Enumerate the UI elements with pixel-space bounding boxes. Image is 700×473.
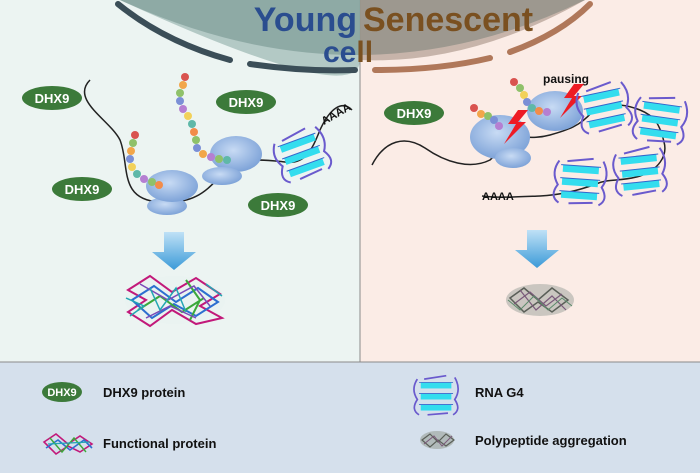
dhx9-ellipse xyxy=(42,382,82,402)
legend-dhx9-label: DHX9 protein xyxy=(103,385,185,400)
ribosome-young-1 xyxy=(146,170,198,215)
down-arrow-senescent xyxy=(515,230,559,268)
senescent-title: Senescent xyxy=(363,1,533,39)
cell-title: cell xyxy=(323,36,373,69)
polypeptide-aggregation-icon xyxy=(506,284,574,316)
legend-dhx9: DHX9 DHX9 protein xyxy=(42,382,185,402)
aggregation-legend-icon xyxy=(420,431,455,449)
nuclear-envelope-far-right xyxy=(507,1,593,55)
legend-functional-protein-label: Functional protein xyxy=(103,436,216,451)
polypeptide-chain-young-1 xyxy=(126,131,163,189)
legend-panel xyxy=(0,362,700,473)
nucleus-dome-left xyxy=(120,0,360,76)
dhx9-free-5: DHX9 xyxy=(384,101,444,125)
dhx9-free-4: DHX9 xyxy=(248,193,308,217)
legend-rna-g4-label: RNA G4 xyxy=(475,385,524,400)
legend-polypeptide-aggregation: Polypeptide aggregation xyxy=(420,431,627,449)
nuclear-envelope-center xyxy=(247,61,358,74)
svg-text:DHX9: DHX9 xyxy=(397,106,432,121)
pausing-label: pausing xyxy=(543,72,589,86)
nuclear-envelope-left xyxy=(115,1,233,63)
ribosome-senescent-2 xyxy=(527,91,583,131)
svg-text:DHX9: DHX9 xyxy=(261,198,296,213)
legend-functional-protein: Functional protein xyxy=(42,433,216,456)
polypeptide-chain-young-2 xyxy=(176,73,231,164)
dhx9-free-3: DHX9 xyxy=(52,177,112,201)
legend-rna-g4: RNA G4 xyxy=(413,374,524,416)
legend-dhx9-badge-text: DHX9 xyxy=(47,387,76,399)
legend-polypeptide-aggregation-label: Polypeptide aggregation xyxy=(475,433,627,448)
svg-text:DHX9: DHX9 xyxy=(229,95,264,110)
functional-protein-icon xyxy=(125,274,225,328)
svg-text:DHX9: DHX9 xyxy=(65,182,100,197)
ribosome-young-2 xyxy=(202,136,262,185)
dhx9-free-1: DHX9 xyxy=(22,86,82,110)
polypeptide-chain-senescent-1 xyxy=(470,104,503,130)
dhx9-free-2: DHX9 xyxy=(216,90,276,114)
svg-text:DHX9: DHX9 xyxy=(35,91,70,106)
nuclear-envelope-right xyxy=(372,55,493,73)
polypeptide-chain-senescent-2 xyxy=(510,78,551,116)
functional-protein-legend-icon xyxy=(42,433,94,456)
nucleus-dome-right xyxy=(360,0,585,61)
young-title: Young xyxy=(254,1,357,39)
polya-senescent: AAAA xyxy=(482,191,514,203)
down-arrow-young xyxy=(152,232,196,270)
